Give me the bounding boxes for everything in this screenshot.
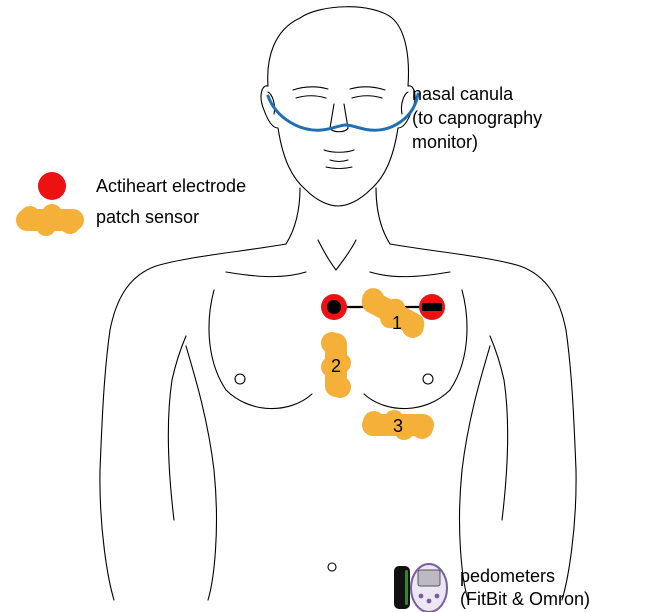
legend-electrode-icon (38, 172, 66, 200)
neck-left (286, 188, 300, 244)
right-ear (401, 92, 408, 114)
omron-pedometer-icon (411, 564, 447, 612)
left-torso-side (186, 346, 216, 600)
patch-2-number: 2 (331, 356, 341, 376)
right-torso-side (460, 346, 490, 600)
pedometer-label-line1: pedometers (460, 565, 555, 587)
right-clavicle (370, 272, 450, 277)
chin (330, 160, 348, 162)
patch-1-number: 1 (392, 313, 402, 333)
electrode-right-group (419, 294, 445, 320)
chin-line (326, 167, 352, 169)
left-brow (293, 87, 328, 90)
electrode-left-center (327, 300, 341, 314)
nasal-canula (268, 94, 418, 130)
right-nipple (423, 374, 433, 384)
canula-label-line1: nasal canula (412, 83, 513, 105)
left-clavicle (226, 272, 306, 277)
left-pec (209, 290, 312, 409)
electrode-right-clip (422, 303, 442, 311)
legend-electrode-label: Actiheart electrode (96, 175, 246, 197)
head-outline (261, 7, 415, 206)
neck-notch (318, 240, 356, 270)
right-inner-arm (490, 336, 508, 520)
left-nipple (235, 374, 245, 384)
left-eye (296, 96, 326, 98)
navel (328, 563, 336, 571)
neck-right (376, 188, 390, 244)
legend-patch-icon (16, 204, 84, 236)
right-eye (352, 96, 382, 98)
left-inner-arm (168, 336, 186, 520)
right-brow (350, 87, 385, 90)
patch-3-number: 3 (393, 416, 403, 436)
canula-label-line3: monitor) (412, 131, 478, 153)
left-shoulder (100, 244, 286, 600)
fitbit-pedometer-icon (394, 566, 410, 609)
canula-label-line2: (to capnography (412, 107, 542, 129)
mouth (324, 150, 354, 152)
pedometer-label-line2: (FitBit & Omron) (460, 588, 590, 610)
legend-patch-label: patch sensor (96, 206, 199, 228)
